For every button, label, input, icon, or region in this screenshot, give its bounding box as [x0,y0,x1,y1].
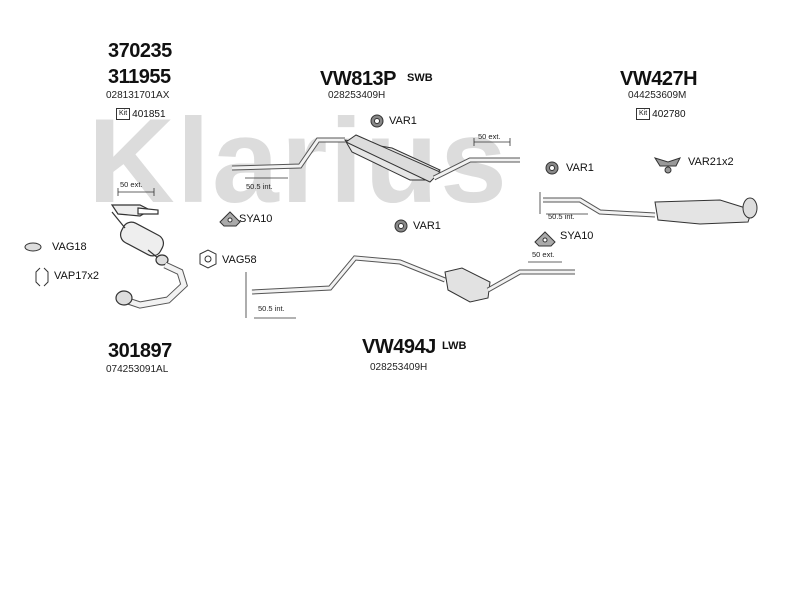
dim-center-top [245,138,511,179]
vag18-ring-icon [24,242,42,252]
kit-number-left: 401851 [132,108,166,120]
part-number-311955: 311955 [108,66,171,88]
var1-clamp-center-bottom-icon [394,219,408,233]
center-bottom-pipe [251,255,575,303]
part-number-vw494j: VW494J [362,336,436,358]
oem-number-left: 028131701AX [106,90,170,101]
lwb-tag: LWB [442,340,467,352]
var1-clamp-center-top-icon [370,114,384,128]
var21-label: VAR21x2 [688,156,734,168]
kit-label-right: Kit [636,108,651,120]
part-number-vw427h: VW427H [620,68,698,90]
oem-number-left-bottom: 074253091AL [106,364,169,375]
dim-right [528,192,588,263]
oem-number-center-bottom: 028253409H [370,362,428,373]
right-rear-silencer [543,197,758,225]
kit-badge-left: Kit 401851 [116,108,166,120]
dim-center-top-50ext-label: 50 ext. [478,132,501,141]
sya10-mount-center-icon [219,211,241,227]
part-number-301897: 301897 [108,340,172,362]
var1-clamp-right-icon [545,161,559,175]
vag58-label: VAG58 [222,254,257,266]
var1-label-right: VAR1 [566,162,594,174]
dim-left-50ext-label: 50 ext. [120,180,143,189]
var1-label-center-bottom: VAR1 [413,220,441,232]
kit-badge-right: Kit 402780 [636,108,686,120]
center-top-pipe [231,134,520,183]
vag18-label: VAG18 [52,241,87,253]
swb-tag: SWB [407,72,433,84]
dim-center-bottom-505int-label: 50.5 int. [258,304,285,313]
watermark: Klarius [88,94,509,228]
sya10-mount-right-icon [534,231,556,247]
dim-left-50ext [117,188,155,196]
kit-label-left: Kit [116,108,131,120]
var1-label-center-top: VAR1 [389,115,417,127]
dim-center-top-505int-label: 50.5 int. [246,182,273,191]
var21-hanger-icon [653,157,681,174]
sya10-label-center: SYA10 [239,213,273,225]
vap17-clip-icon [35,267,49,287]
part-number-370235: 370235 [108,40,172,62]
dim-right-505int-label: 50.5 int. [548,212,575,221]
kit-number-right: 402780 [652,108,686,120]
oem-number-right: 044253609M [628,90,687,101]
part-number-vw813p: VW813P [320,68,396,90]
dim-right-50ext-label: 50 ext. [532,250,555,259]
oem-number-center-top: 028253409H [328,90,386,101]
vap17-label: VAP17x2 [54,270,100,282]
front-pipe-catalyst [110,204,188,309]
dim-center-bottom [245,272,296,319]
sya10-label-right: SYA10 [560,230,594,242]
vag58-gasket-icon [199,249,217,269]
